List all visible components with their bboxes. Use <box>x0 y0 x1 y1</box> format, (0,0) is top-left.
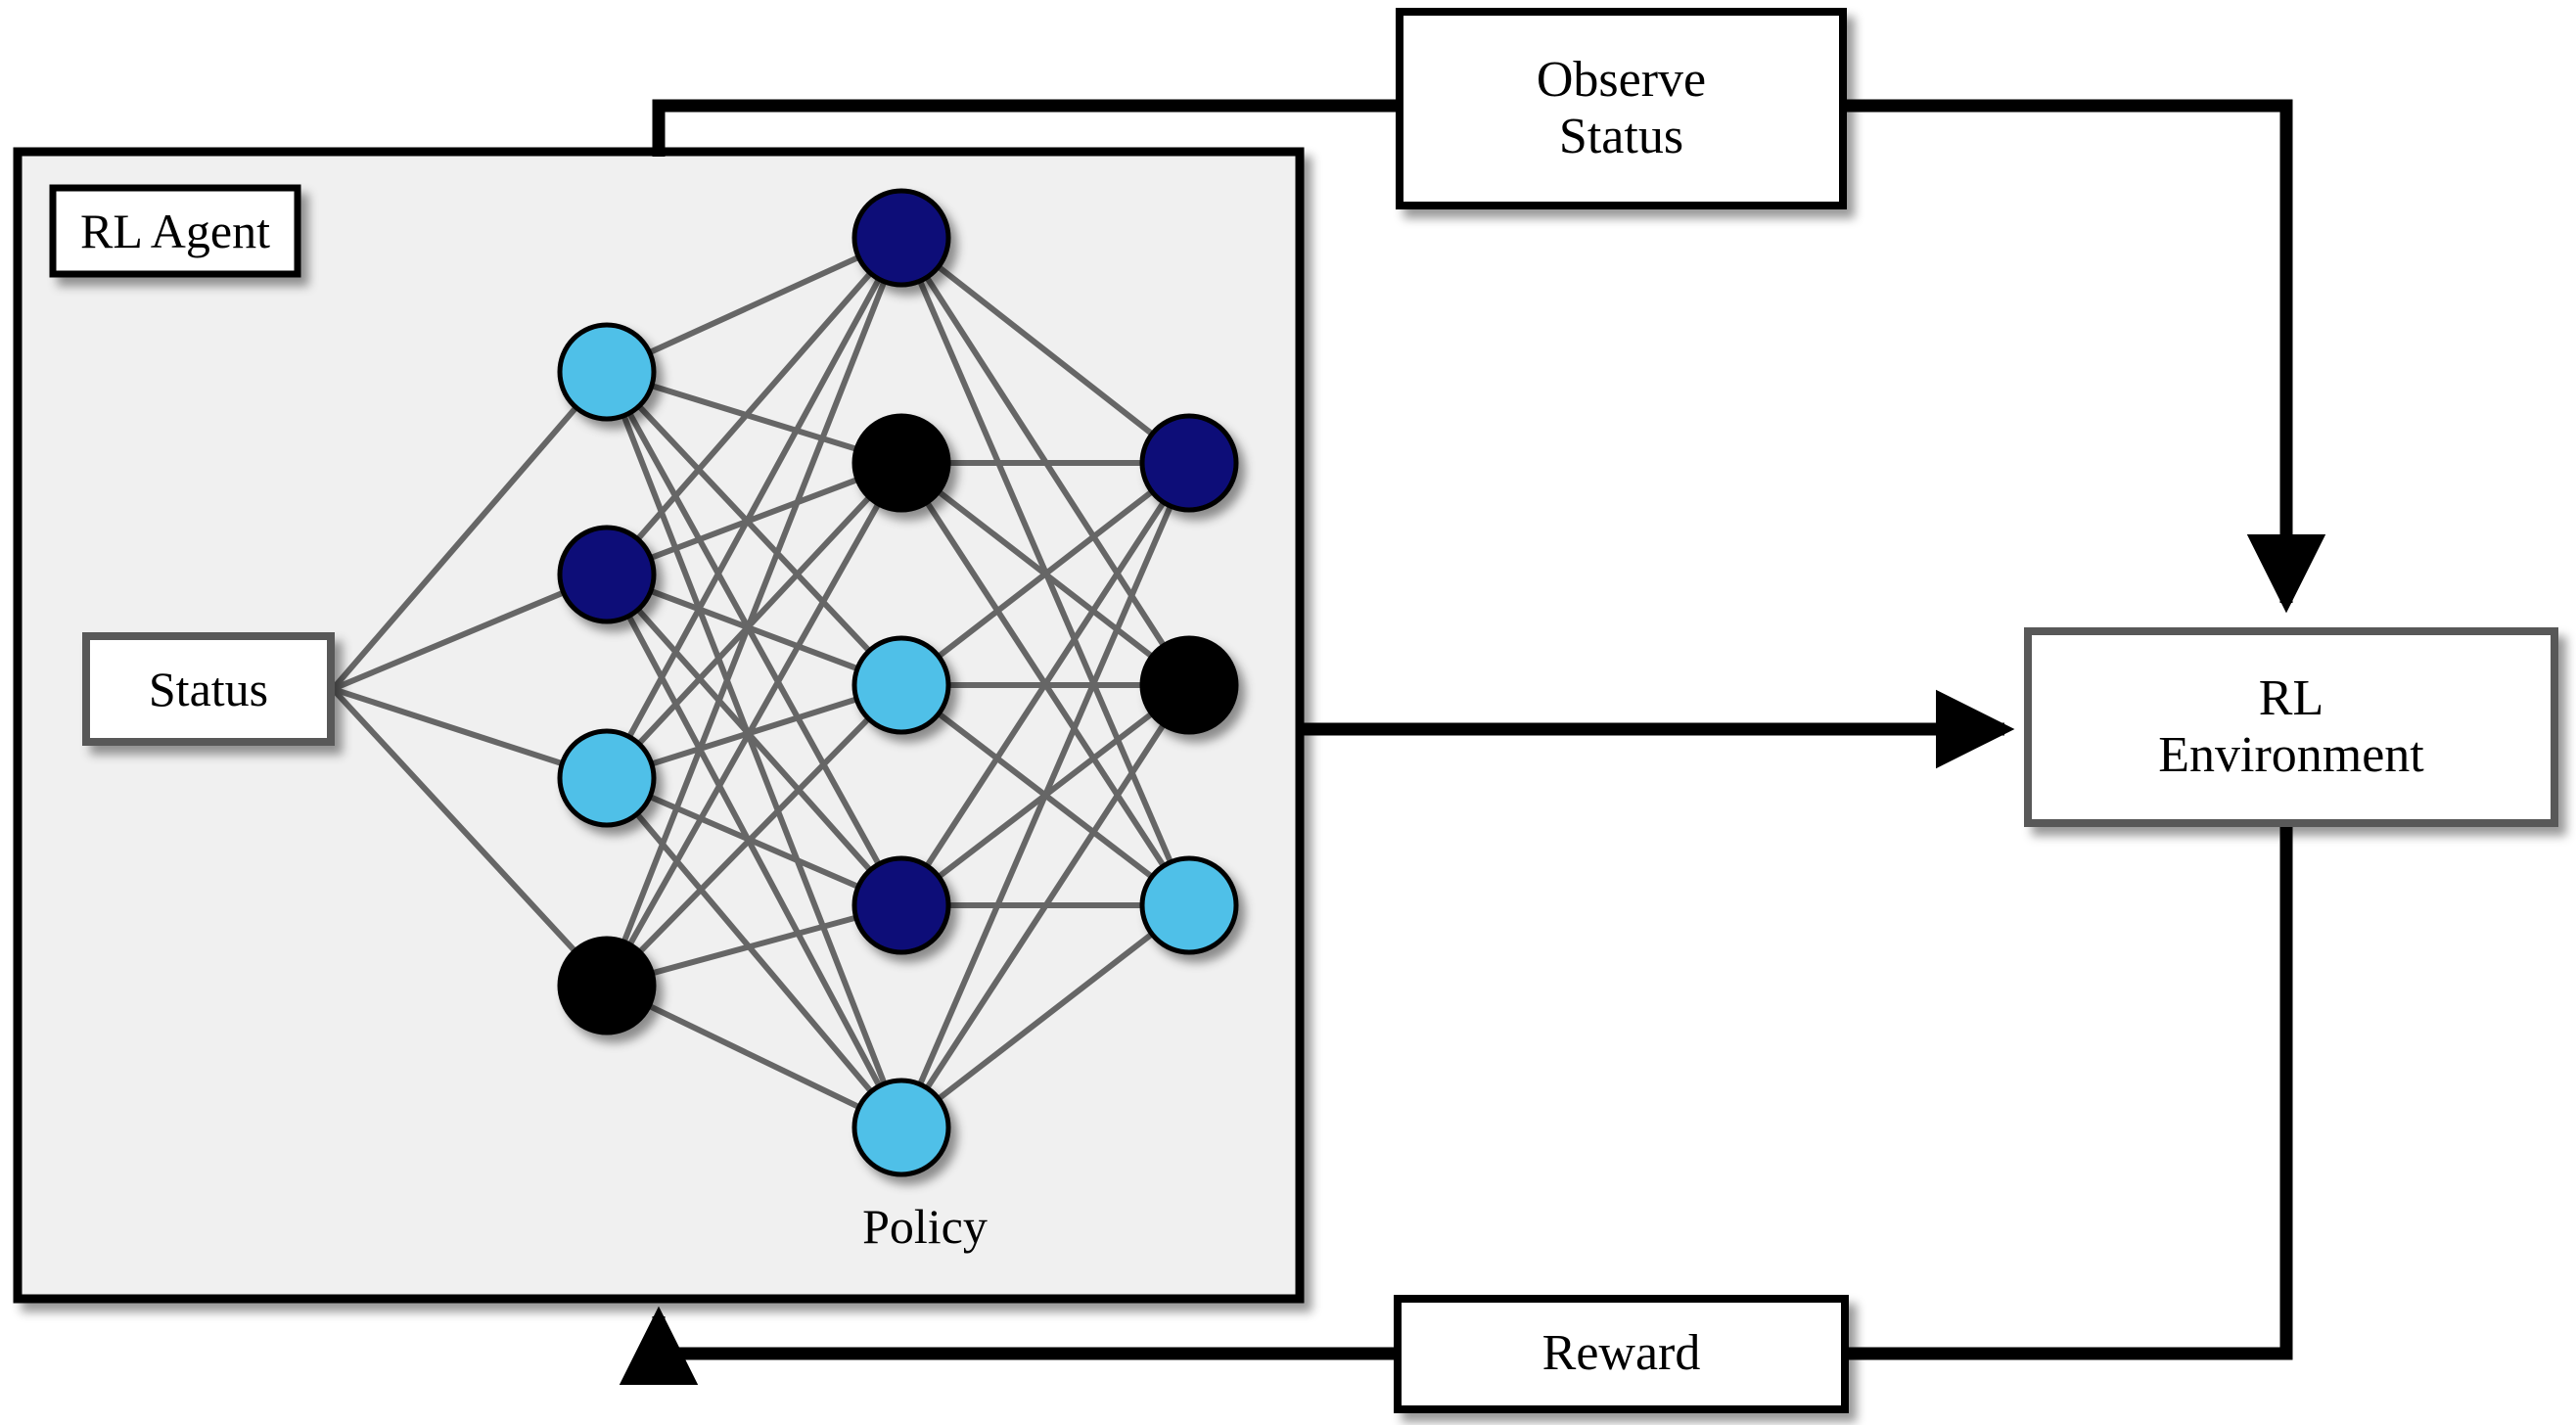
neuron-output-layer-3 <box>1139 855 1239 955</box>
edge-input-hidden-3-1 <box>604 461 904 988</box>
edge-input-hidden-2-0 <box>604 236 904 780</box>
edge-input-hidden-0-2 <box>604 369 904 688</box>
edge-input-hidden-0-4 <box>604 370 904 1129</box>
edges-hidden-to-output <box>898 235 1192 1130</box>
observe-status-rect <box>1396 8 1847 209</box>
neuron-input-layer-1 <box>557 322 657 422</box>
network-nodes <box>557 188 1239 1177</box>
edge-hidden-output-4-2 <box>899 902 1191 1130</box>
neuron-input-layer-3 <box>557 728 657 828</box>
edge-input-hidden-3-3 <box>606 902 902 988</box>
neuron-output-layer-2 <box>1139 635 1239 735</box>
status-label-rect <box>82 632 335 746</box>
edge-hidden-output-4-0 <box>898 461 1192 1129</box>
observe-status-left-connector <box>652 99 1400 157</box>
edge-hidden-output-3-0 <box>898 461 1192 907</box>
edge-input-hidden-2-3 <box>605 775 903 908</box>
edges-input-to-hidden <box>604 235 904 1130</box>
status-edge-4 <box>330 686 610 988</box>
status-edge-1 <box>330 370 610 691</box>
reward-flow <box>619 823 2293 1386</box>
status-edge-2 <box>331 572 609 692</box>
reward-left-connector <box>619 1306 1398 1386</box>
edge-hidden-output-2-0 <box>899 460 1191 688</box>
neuron-hidden-layer-1 <box>851 188 951 288</box>
edge-input-hidden-1-0 <box>604 236 904 576</box>
edge-input-hidden-3-2 <box>604 682 904 988</box>
edge-input-hidden-3-0 <box>604 236 904 988</box>
neuron-hidden-layer-4 <box>851 855 951 955</box>
edge-hidden-output-0-0 <box>899 235 1191 466</box>
edge-input-hidden-1-3 <box>604 573 904 907</box>
reward-right-connector <box>1845 823 2293 1360</box>
observe-status-right-connector <box>1843 99 2326 614</box>
edge-input-hidden-1-2 <box>605 572 903 688</box>
rl-agent-label-rect <box>49 184 301 278</box>
label-boxes <box>49 8 2558 1413</box>
edge-input-hidden-2-1 <box>604 460 904 781</box>
edge-hidden-output-4-1 <box>898 683 1192 1129</box>
edge-input-hidden-1-1 <box>605 460 903 577</box>
edge-input-hidden-1-4 <box>604 573 904 1129</box>
edge-input-hidden-2-4 <box>604 776 904 1129</box>
observe-status-flow <box>652 99 2326 614</box>
neuron-input-layer-4 <box>557 936 657 1035</box>
neuron-output-layer-1 <box>1139 413 1239 513</box>
rl-environment-rect <box>2024 627 2558 827</box>
edge-input-hidden-0-3 <box>604 370 904 907</box>
edge-input-hidden-2-2 <box>606 682 902 781</box>
edge-input-hidden-0-1 <box>606 369 902 466</box>
edge-input-hidden-3-4 <box>605 983 903 1130</box>
neuron-input-layer-2 <box>557 525 657 624</box>
edge-input-hidden-0-0 <box>605 235 903 375</box>
neuron-hidden-layer-5 <box>851 1078 951 1177</box>
neuron-hidden-layer-3 <box>851 635 951 735</box>
neuron-hidden-layer-2 <box>851 413 951 513</box>
reward-rect <box>1394 1295 1849 1413</box>
